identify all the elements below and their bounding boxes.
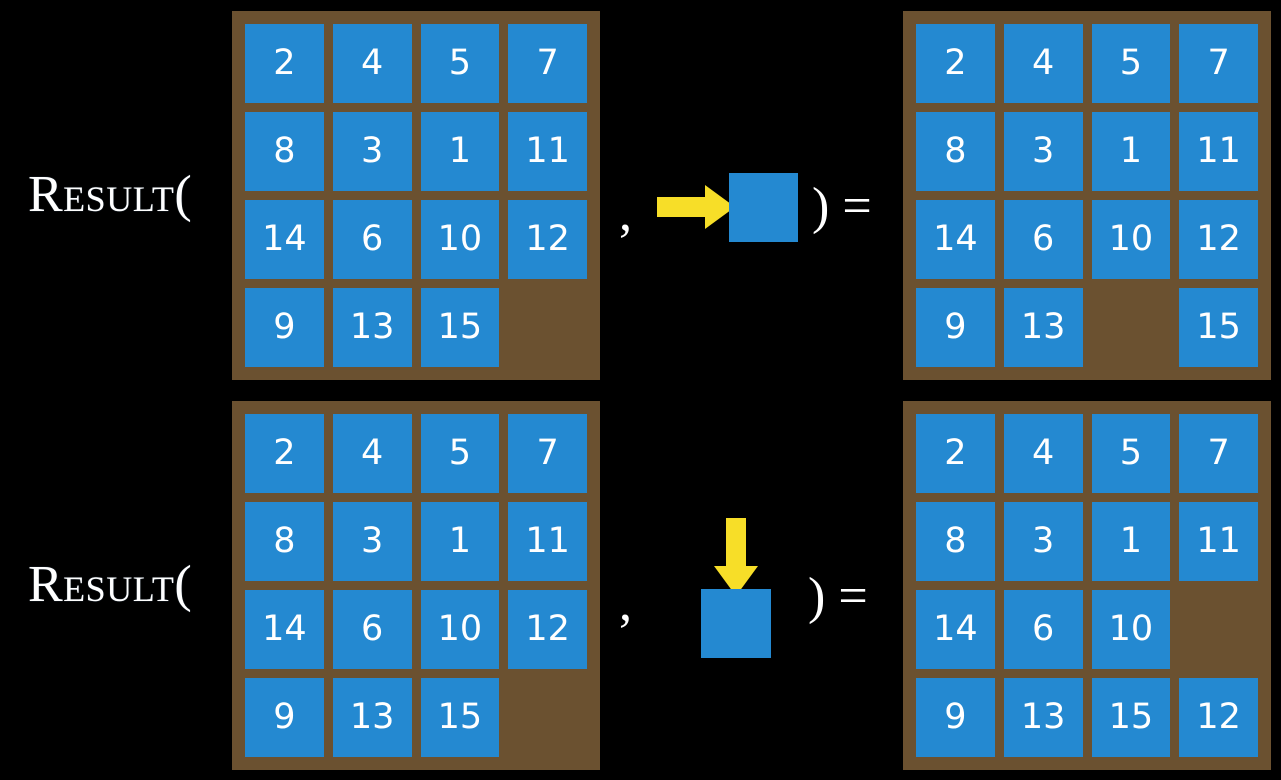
tile-11[interactable]: 11 <box>508 502 587 581</box>
tile-7[interactable]: 7 <box>508 24 587 103</box>
tile-9[interactable]: 9 <box>916 678 995 757</box>
tile-1[interactable]: 1 <box>420 112 500 191</box>
tile-3[interactable]: 3 <box>1003 502 1083 581</box>
tile-blank <box>1092 288 1171 367</box>
result-function-label-row2: Result( <box>28 556 193 613</box>
tile-12[interactable]: 12 <box>1179 200 1258 279</box>
tile-5[interactable]: 5 <box>1091 414 1171 493</box>
tile-blank <box>1179 590 1258 669</box>
tile-9[interactable]: 9 <box>916 288 995 367</box>
tile-14[interactable]: 14 <box>245 200 324 279</box>
arrow-right-shaft <box>657 197 709 217</box>
tile-9[interactable]: 9 <box>245 678 324 757</box>
tile-7[interactable]: 7 <box>1179 414 1258 493</box>
tile-2[interactable]: 2 <box>916 414 995 493</box>
tile-6[interactable]: 6 <box>332 200 412 279</box>
tile-2[interactable]: 2 <box>245 24 324 103</box>
tile-9[interactable]: 9 <box>245 288 324 367</box>
tile-4[interactable]: 4 <box>1003 414 1083 493</box>
tile-2[interactable]: 2 <box>245 414 324 493</box>
tile-3[interactable]: 3 <box>1003 112 1083 191</box>
tile-6[interactable]: 6 <box>332 590 412 669</box>
tile-3[interactable]: 3 <box>332 112 412 191</box>
close-paren-equals-row2: ) = <box>808 568 868 625</box>
tile-15[interactable]: 15 <box>1179 288 1258 367</box>
close-paren-equals-row1: ) = <box>812 178 872 235</box>
tile-6[interactable]: 6 <box>1003 590 1083 669</box>
tile-6[interactable]: 6 <box>1003 200 1083 279</box>
tile-4[interactable]: 4 <box>1003 24 1083 103</box>
tile-7[interactable]: 7 <box>1179 24 1258 103</box>
move-action-tile-row2[interactable] <box>701 589 771 658</box>
tile-8[interactable]: 8 <box>245 502 324 581</box>
argument-separator-comma-row2: , <box>619 575 632 632</box>
tile-14[interactable]: 14 <box>245 590 324 669</box>
argument-separator-comma-row1: , <box>619 185 632 242</box>
tile-11[interactable]: 11 <box>1179 502 1258 581</box>
arrow-down-shaft <box>726 518 746 570</box>
tile-11[interactable]: 11 <box>1179 112 1258 191</box>
tile-13[interactable]: 13 <box>1003 288 1083 367</box>
tile-14[interactable]: 14 <box>916 590 995 669</box>
arrow-down-icon <box>714 518 758 598</box>
move-action-tile-row1[interactable] <box>729 173 798 242</box>
tile-5[interactable]: 5 <box>1091 24 1171 103</box>
tile-15[interactable]: 15 <box>1091 678 1171 757</box>
tile-8[interactable]: 8 <box>245 112 324 191</box>
tile-blank <box>508 288 587 367</box>
tile-2[interactable]: 2 <box>916 24 995 103</box>
tile-12[interactable]: 12 <box>508 590 587 669</box>
tile-5[interactable]: 5 <box>420 414 500 493</box>
tile-4[interactable]: 4 <box>332 414 412 493</box>
tile-10[interactable]: 10 <box>420 200 500 279</box>
tile-blank <box>508 678 587 757</box>
tile-14[interactable]: 14 <box>916 200 995 279</box>
result-function-label-row1: Result( <box>28 166 193 223</box>
tile-8[interactable]: 8 <box>916 502 995 581</box>
tile-10[interactable]: 10 <box>420 590 500 669</box>
tile-13[interactable]: 13 <box>332 678 412 757</box>
tile-15[interactable]: 15 <box>420 288 500 367</box>
tile-8[interactable]: 8 <box>916 112 995 191</box>
tile-15[interactable]: 15 <box>420 678 500 757</box>
tile-1[interactable]: 1 <box>1091 502 1171 581</box>
tile-13[interactable]: 13 <box>332 288 412 367</box>
tile-5[interactable]: 5 <box>420 24 500 103</box>
tile-10[interactable]: 10 <box>1091 200 1171 279</box>
tile-7[interactable]: 7 <box>508 414 587 493</box>
tile-13[interactable]: 13 <box>1003 678 1083 757</box>
tile-1[interactable]: 1 <box>1091 112 1171 191</box>
arrow-right-icon <box>657 185 737 229</box>
tile-4[interactable]: 4 <box>332 24 412 103</box>
tile-1[interactable]: 1 <box>420 502 500 581</box>
tile-12[interactable]: 12 <box>508 200 587 279</box>
tile-3[interactable]: 3 <box>332 502 412 581</box>
tile-12[interactable]: 12 <box>1179 678 1258 757</box>
tile-11[interactable]: 11 <box>508 112 587 191</box>
tile-10[interactable]: 10 <box>1091 590 1171 669</box>
